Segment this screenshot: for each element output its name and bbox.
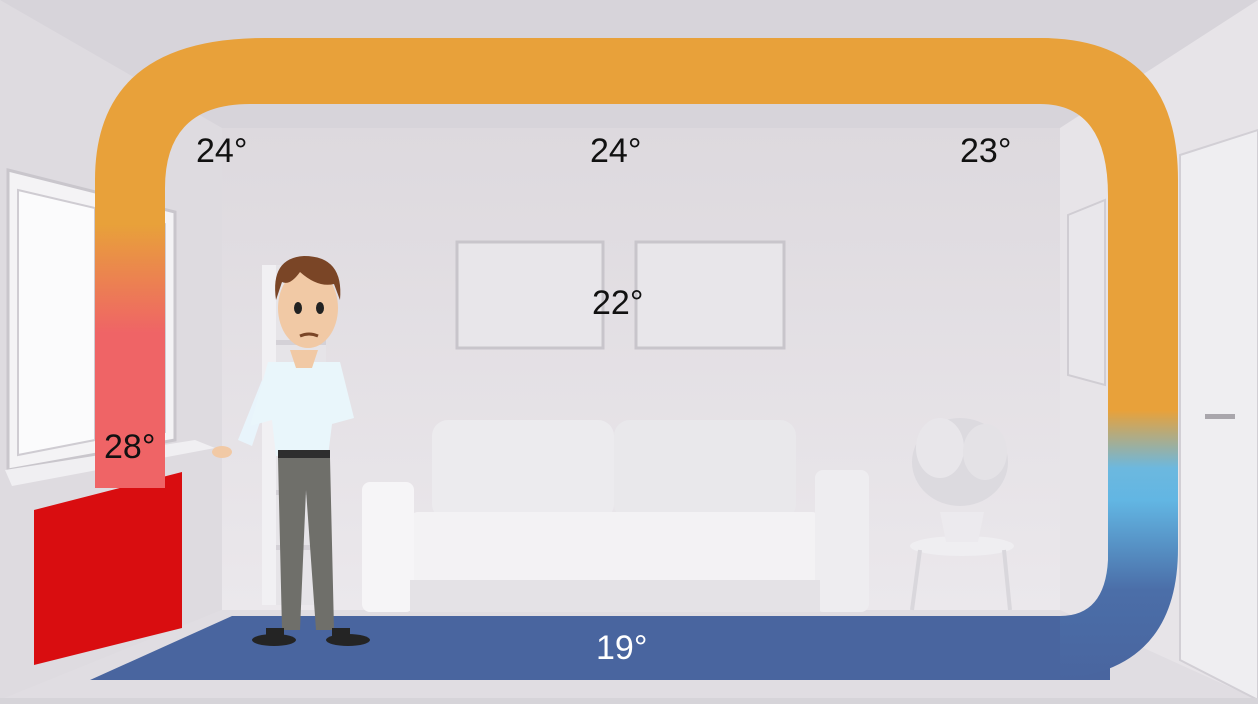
temperature-ceiling-center: 24° xyxy=(590,134,641,168)
bottom-border xyxy=(0,698,1258,704)
picture-frame-left xyxy=(457,242,603,348)
temperature-ceiling-right: 23° xyxy=(960,134,1011,168)
temperature-wall-center: 22° xyxy=(592,286,643,320)
temperature-radiator: 28° xyxy=(104,430,155,464)
sofa xyxy=(362,420,869,612)
picture-frame-right xyxy=(636,242,784,348)
temperature-floor: 19° xyxy=(596,631,647,665)
temperature-ceiling-left: 24° xyxy=(196,134,247,168)
